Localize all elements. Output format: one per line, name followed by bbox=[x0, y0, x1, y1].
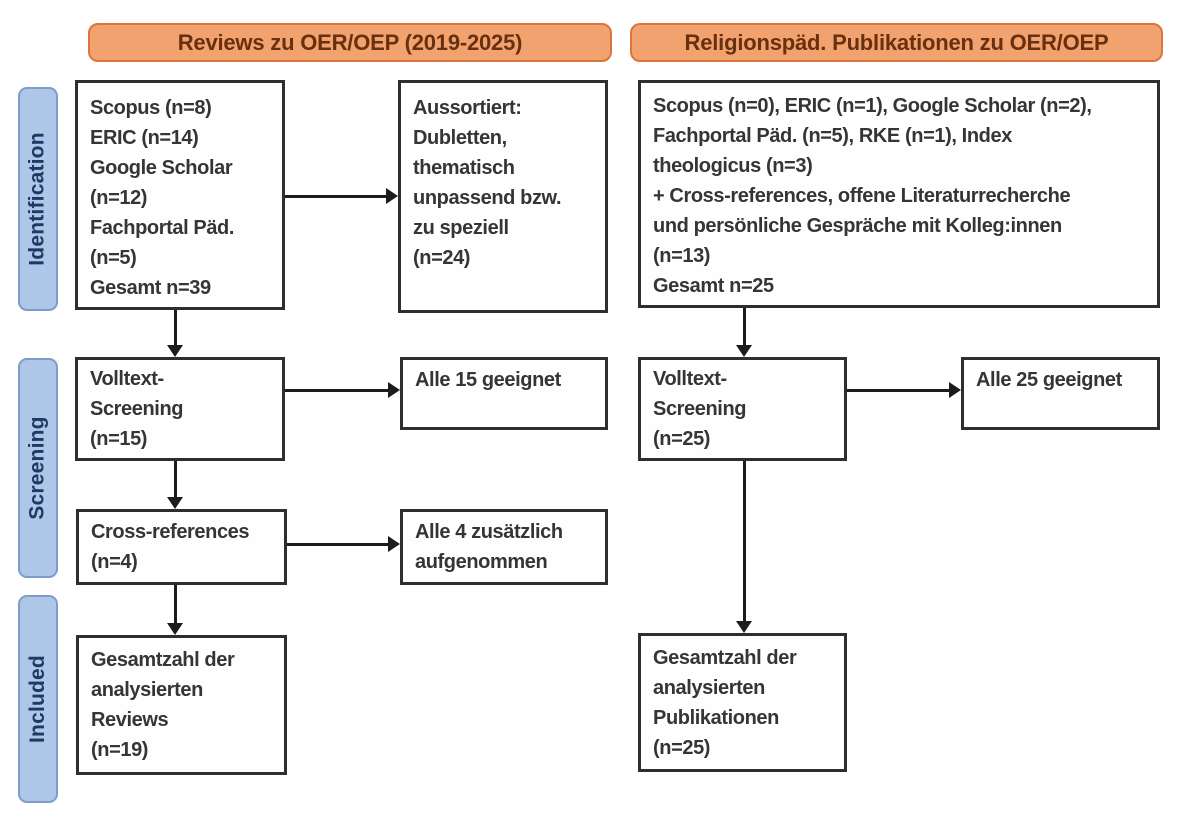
arrow-head-right-icon bbox=[388, 382, 400, 398]
stage-label-included: Included bbox=[18, 595, 58, 803]
stage-label-screening: Screening bbox=[18, 358, 58, 578]
arrow-head-down-icon bbox=[167, 497, 183, 509]
arrow-head-right-icon bbox=[388, 536, 400, 552]
arrow-line bbox=[174, 585, 177, 624]
arrow-head-right-icon bbox=[949, 382, 961, 398]
stage-label-screening-text: Screening bbox=[26, 416, 49, 520]
box-fulltext-result-publications: Alle 25 geeignet bbox=[961, 357, 1160, 430]
box-cross-references: Cross-references (n=4) bbox=[76, 509, 287, 585]
arrow-line bbox=[174, 310, 177, 347]
arrow-head-down-icon bbox=[736, 621, 752, 633]
arrow-line bbox=[287, 543, 388, 546]
arrow-line bbox=[285, 195, 386, 198]
arrow-line bbox=[285, 389, 388, 392]
arrow-line bbox=[743, 308, 746, 346]
arrow-head-down-icon bbox=[167, 345, 183, 357]
box-identification-sources-reviews: Scopus (n=8) ERIC (n=14) Google Scholar … bbox=[75, 80, 285, 310]
arrow-head-right-icon bbox=[386, 188, 398, 204]
box-excluded-records: Aussortiert: Dubletten, thematisch unpas… bbox=[398, 80, 608, 313]
stage-label-identification-text: Identification bbox=[26, 132, 49, 266]
box-included-total-reviews: Gesamtzahl der analysierten Reviews (n=1… bbox=[76, 635, 287, 775]
box-identification-sources-publications: Scopus (n=0), ERIC (n=1), Google Scholar… bbox=[638, 80, 1160, 308]
arrow-head-down-icon bbox=[736, 345, 752, 357]
box-included-total-publications: Gesamtzahl der analysierten Publikatione… bbox=[638, 633, 847, 772]
box-fulltext-screening-reviews: Volltext- Screening (n=15) bbox=[75, 357, 285, 461]
arrow-head-down-icon bbox=[167, 623, 183, 635]
column-header-religionspaed: Religionspäd. Publikationen zu OER/OEP bbox=[630, 23, 1163, 62]
box-fulltext-screening-publications: Volltext- Screening (n=25) bbox=[638, 357, 847, 461]
stage-label-included-text: Included bbox=[26, 655, 50, 743]
box-cross-references-result: Alle 4 zusätzlich aufgenommen bbox=[400, 509, 608, 585]
stage-label-identification: Identification bbox=[18, 87, 58, 311]
arrow-line bbox=[847, 389, 949, 392]
arrow-line bbox=[743, 461, 746, 622]
column-header-reviews: Reviews zu OER/OEP (2019-2025) bbox=[88, 23, 612, 62]
arrow-line bbox=[174, 461, 177, 498]
box-fulltext-result-reviews: Alle 15 geeignet bbox=[400, 357, 608, 430]
